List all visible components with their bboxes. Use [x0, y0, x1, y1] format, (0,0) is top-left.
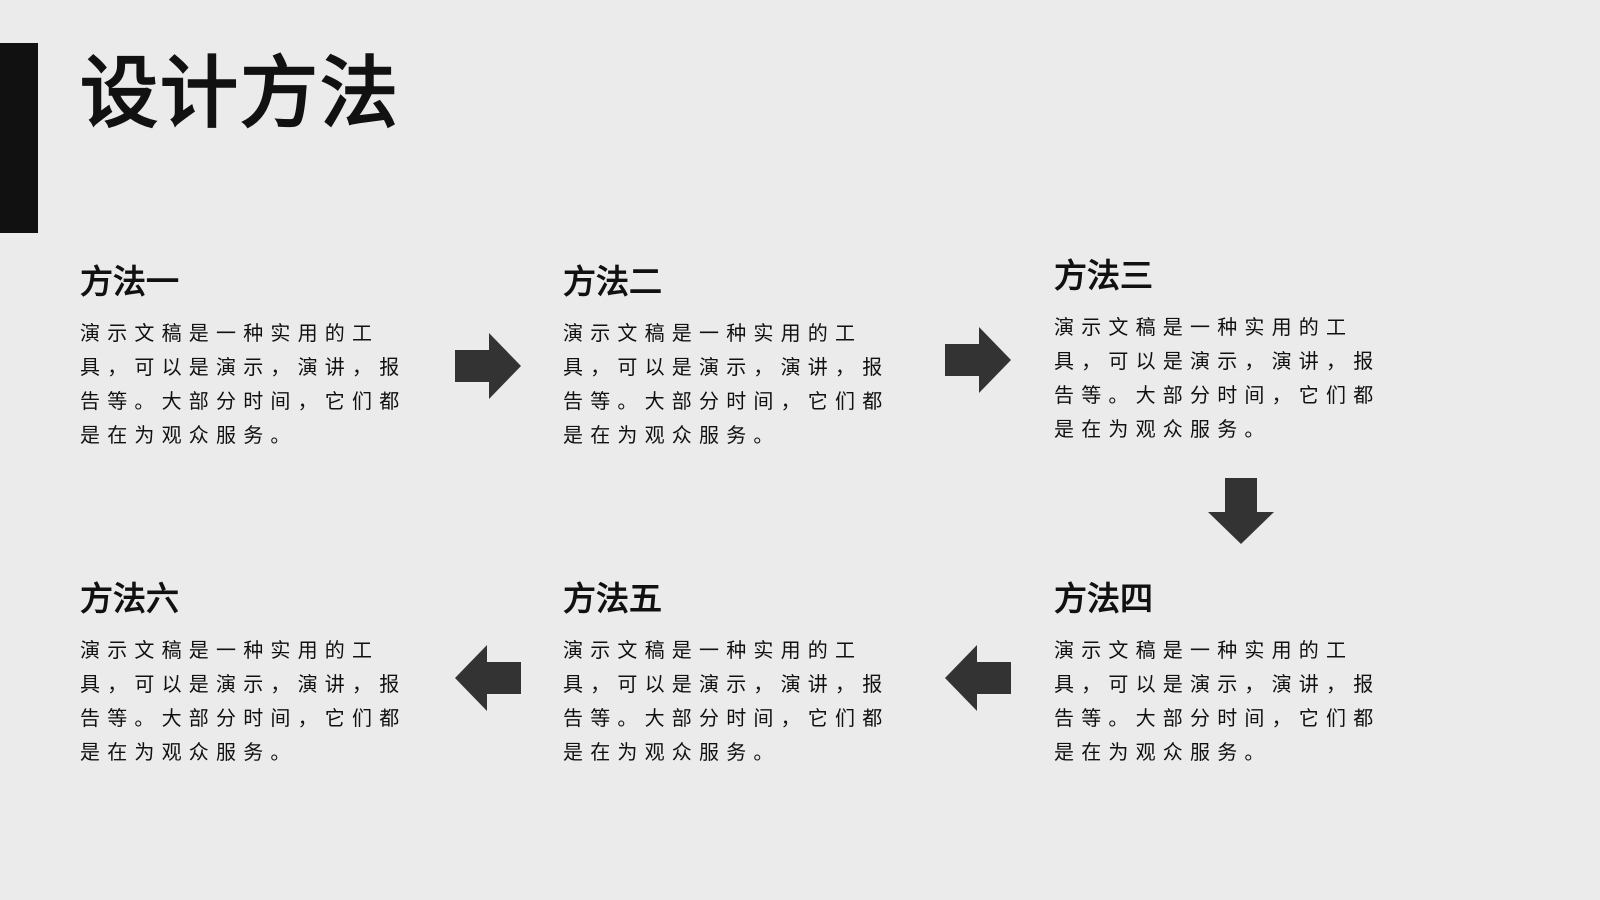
- method-step-2: 方法二 演示文稿是一种实用的工具，可以是演示，演讲，报告等。大部分时间，它们都是…: [563, 262, 908, 452]
- method-step-6: 方法六 演示文稿是一种实用的工具，可以是演示，演讲，报告等。大部分时间，它们都是…: [80, 579, 425, 769]
- method-step-heading: 方法六: [80, 579, 179, 618]
- method-step-description: 演示文稿是一种实用的工具，可以是演示，演讲，报告等。大部分时间，它们都是在为观众…: [563, 320, 890, 447]
- title-accent-bar: [0, 43, 38, 233]
- arrow-left-icon: [455, 645, 521, 711]
- method-step-4: 方法四 演示文稿是一种实用的工具，可以是演示，演讲，报告等。大部分时间，它们都是…: [1054, 579, 1399, 769]
- method-step-description: 演示文稿是一种实用的工具，可以是演示，演讲，报告等。大部分时间，它们都是在为观众…: [1054, 637, 1381, 764]
- method-step-heading: 方法二: [563, 262, 662, 301]
- arrow-left-icon: [945, 645, 1011, 711]
- method-step-description: 演示文稿是一种实用的工具，可以是演示，演讲，报告等。大部分时间，它们都是在为观众…: [80, 320, 407, 447]
- page-title: 设计方法: [80, 49, 401, 139]
- method-step-1: 方法一 演示文稿是一种实用的工具，可以是演示，演讲，报告等。大部分时间，它们都是…: [80, 262, 425, 452]
- method-step-description: 演示文稿是一种实用的工具，可以是演示，演讲，报告等。大部分时间，它们都是在为观众…: [1054, 314, 1381, 441]
- method-step-heading: 方法三: [1054, 256, 1153, 295]
- arrow-right-icon: [455, 333, 521, 399]
- method-step-heading: 方法五: [563, 579, 662, 618]
- method-step-heading: 方法四: [1054, 579, 1153, 618]
- arrow-right-icon: [945, 327, 1011, 393]
- method-step-3: 方法三 演示文稿是一种实用的工具，可以是演示，演讲，报告等。大部分时间，它们都是…: [1054, 256, 1399, 446]
- arrow-down-icon: [1208, 478, 1274, 544]
- method-step-5: 方法五 演示文稿是一种实用的工具，可以是演示，演讲，报告等。大部分时间，它们都是…: [563, 579, 908, 769]
- method-step-description: 演示文稿是一种实用的工具，可以是演示，演讲，报告等。大部分时间，它们都是在为观众…: [563, 637, 890, 764]
- method-step-heading: 方法一: [80, 262, 179, 301]
- method-step-description: 演示文稿是一种实用的工具，可以是演示，演讲，报告等。大部分时间，它们都是在为观众…: [80, 637, 407, 764]
